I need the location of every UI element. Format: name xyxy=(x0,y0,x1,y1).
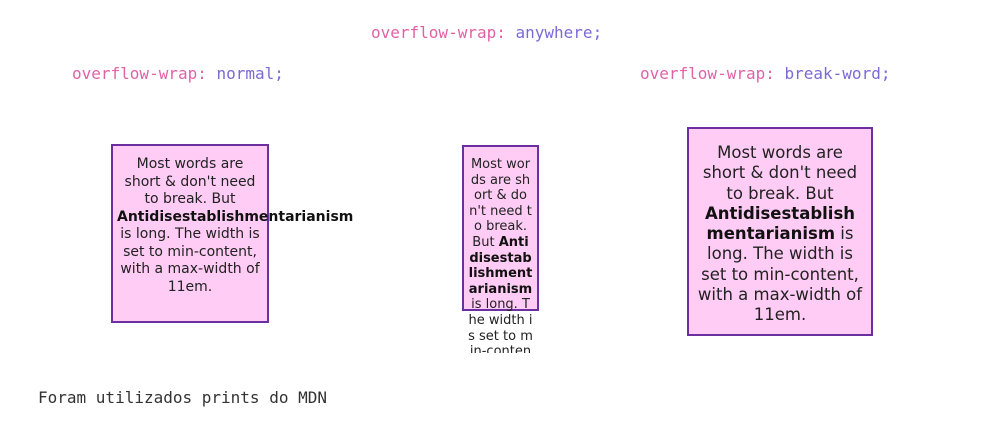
demo-box-anywhere: Most words are short & don't need to bre… xyxy=(462,145,539,353)
demo-clip-anywhere: Most words are short & don't need to bre… xyxy=(462,145,539,353)
css-property: overflow-wrap: xyxy=(72,64,207,83)
css-property: overflow-wrap: xyxy=(640,64,775,83)
demo-text-after: is long. The width is set to min-content… xyxy=(120,226,260,295)
css-value: normal; xyxy=(216,64,284,83)
heading-overflow-wrap-normal: overflow-wrap: normal; xyxy=(72,64,284,84)
demo-text: Most words are short & don't need to bre… xyxy=(468,157,533,353)
demo-text-before: Most words are short & don't need to bre… xyxy=(702,143,858,203)
demo-text-before: Most words are short & don't need to bre… xyxy=(124,156,256,207)
css-value: anywhere; xyxy=(515,23,603,42)
footer-note: Foram utilizados prints do MDN xyxy=(38,388,327,407)
demo-text-after: is long. The width is set to min-content… xyxy=(697,224,863,325)
demo-text: Most words are short & don't need to bre… xyxy=(117,156,353,296)
demo-long-word: Antidisestablishmentarianism xyxy=(468,234,533,297)
demo-text: Most words are short & don't need to bre… xyxy=(697,143,863,326)
css-property: overflow-wrap: xyxy=(371,23,506,42)
heading-overflow-wrap-break-word: overflow-wrap: break-word; xyxy=(640,64,890,84)
css-value: break-word; xyxy=(784,64,891,83)
demo-text-before: Most words are short & don't need to bre… xyxy=(469,157,532,250)
demo-long-word: Antidisestablishmentarianism xyxy=(117,208,354,225)
demo-long-word: Antidisestablishmentarianism xyxy=(704,203,856,244)
demo-text-after: is long. The width is set to min-content… xyxy=(468,297,533,353)
demo-box-normal: Most words are short & don't need to bre… xyxy=(111,144,353,323)
heading-overflow-wrap-anywhere: overflow-wrap: anywhere; xyxy=(371,23,602,43)
demo-box-break-word: Most words are short & don't need to bre… xyxy=(687,127,873,336)
